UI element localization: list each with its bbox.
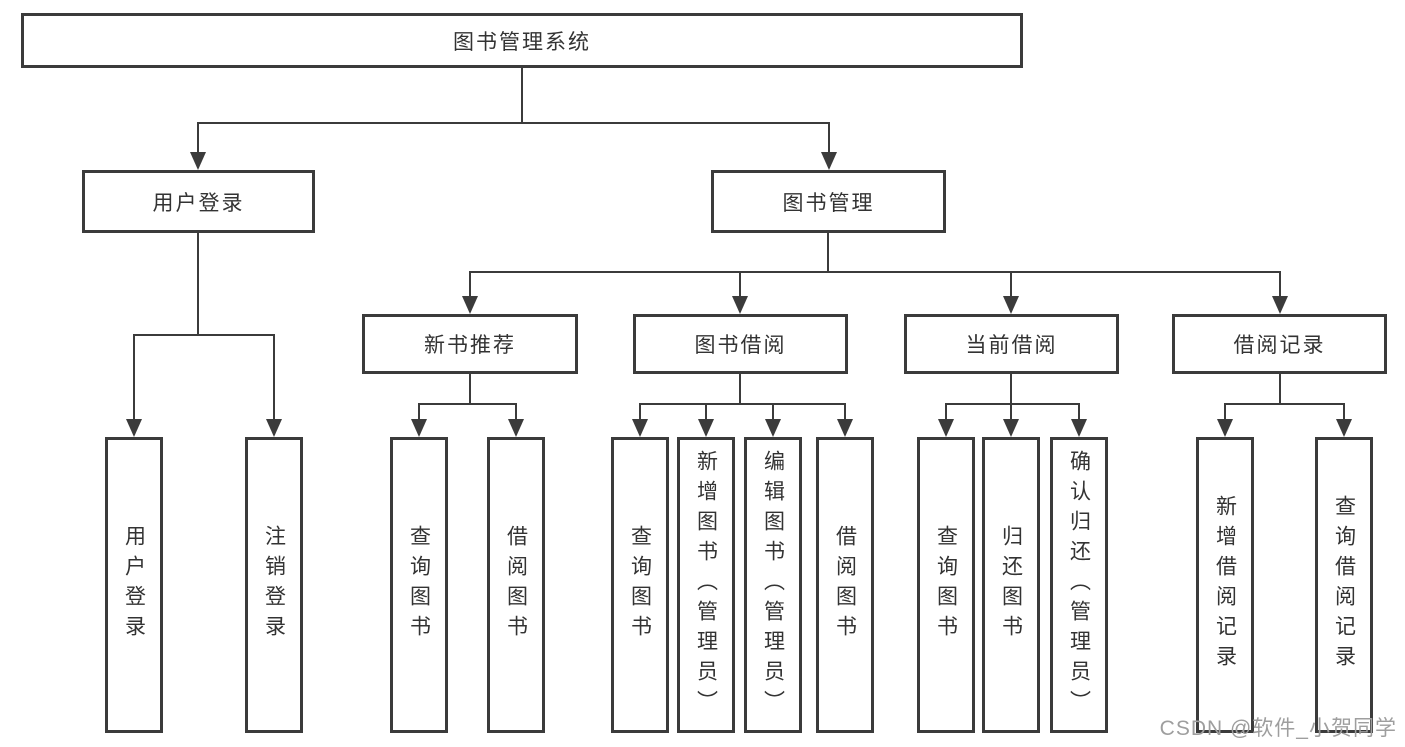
arrowhead-down-icon [821,152,837,170]
node-new-book-recommend: 新书推荐 [362,314,578,374]
connector-vline [469,374,471,404]
leaf-current-confirm-return-admin: 确认归还（管理员） [1050,437,1108,733]
leaf-record-add-label: 新增借阅记录 [1213,495,1237,675]
leaf-current-confirm-label: 确认归还（管理员） [1067,450,1091,720]
connector-hline [197,122,830,124]
arrowhead-down-icon [508,419,524,437]
leaf-current-query-books: 查询图书 [917,437,975,733]
leaf-borrow-edit-books-admin: 编辑图书（管理员） [744,437,802,733]
connector-hline [469,271,1281,273]
connector-vline [133,335,135,435]
arrowhead-down-icon [266,419,282,437]
leaf-logout: 注销登录 [245,437,303,733]
arrowhead-down-icon [1272,296,1288,314]
leaf-user-login-label: 用户登录 [122,525,146,645]
arrowhead-down-icon [765,419,781,437]
node-book-management: 图书管理 [711,170,946,233]
node-root-library-system: 图书管理系统 [21,13,1023,68]
leaf-newbook-borrow-label: 借阅图书 [504,525,528,645]
leaf-borrow-query-books: 查询图书 [611,437,669,733]
arrowhead-down-icon [1071,419,1087,437]
arrowhead-down-icon [837,419,853,437]
connector-vline [1010,272,1012,312]
arrowhead-down-icon [1336,419,1352,437]
connector-hline [639,403,846,405]
connector-vline [739,374,741,404]
connector-vline [521,68,523,123]
connector-vline [1279,374,1281,404]
connector-vline [1279,272,1281,312]
leaf-record-add-borrow-record: 新增借阅记录 [1196,437,1254,733]
arrowhead-down-icon [411,419,427,437]
leaf-current-query-label: 查询图书 [934,525,958,645]
node-current-borrow: 当前借阅 [904,314,1119,374]
leaf-borrow-add-books-admin: 新增图书（管理员） [677,437,735,733]
connector-vline [1010,374,1012,404]
arrowhead-down-icon [632,419,648,437]
connector-hline [418,403,517,405]
leaf-borrow-borrow-label: 借阅图书 [833,525,857,645]
arrowhead-down-icon [698,419,714,437]
node-user-login: 用户登录 [82,170,315,233]
arrowhead-down-icon [462,296,478,314]
connector-hline [1224,403,1345,405]
arrowhead-down-icon [190,152,206,170]
leaf-borrow-edit-label: 编辑图书（管理员） [761,450,785,720]
leaf-borrow-add-label: 新增图书（管理员） [694,450,718,720]
node-borrow-record: 借阅记录 [1172,314,1387,374]
leaf-current-return-label: 归还图书 [999,525,1023,645]
leaf-user-login: 用户登录 [105,437,163,733]
arrowhead-down-icon [1217,419,1233,437]
connector-vline [828,123,830,168]
csdn-watermark: CSDN @软件_小贺同学 [1159,717,1397,740]
node-book-borrow: 图书借阅 [633,314,848,374]
connector-vline [739,272,741,312]
leaf-record-query-borrow-record: 查询借阅记录 [1315,437,1373,733]
leaf-logout-label: 注销登录 [262,525,286,645]
leaf-newbook-query-books: 查询图书 [390,437,448,733]
connector-hline [133,334,275,336]
leaf-current-return-books: 归还图书 [982,437,1040,733]
connector-vline [197,233,199,335]
arrowhead-down-icon [1003,296,1019,314]
arrowhead-down-icon [1003,419,1019,437]
arrowhead-down-icon [126,419,142,437]
leaf-newbook-query-label: 查询图书 [407,525,431,645]
connector-vline [273,335,275,435]
connector-vline [469,272,471,312]
leaf-newbook-borrow-books: 借阅图书 [487,437,545,733]
arrowhead-down-icon [732,296,748,314]
leaf-record-query-label: 查询借阅记录 [1332,495,1356,675]
connector-vline [197,123,199,168]
arrowhead-down-icon [938,419,954,437]
connector-vline [827,233,829,272]
connector-hline [945,403,1080,405]
leaf-borrow-query-label: 查询图书 [628,525,652,645]
leaf-borrow-borrow-books: 借阅图书 [816,437,874,733]
